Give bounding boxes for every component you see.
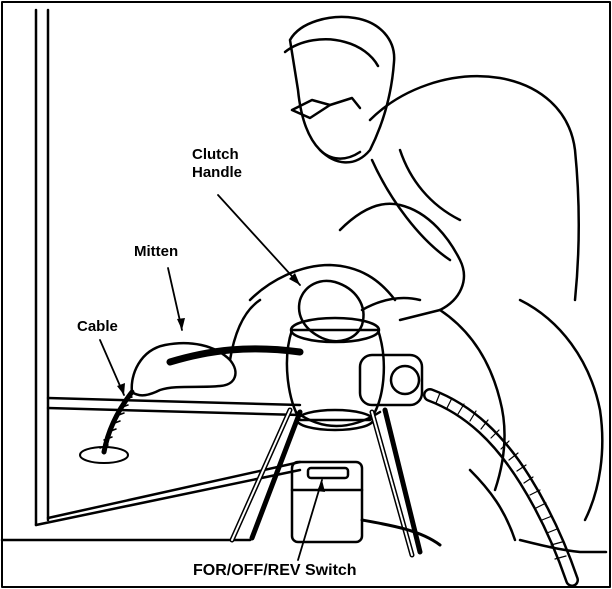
arrow-clutch xyxy=(289,273,300,285)
leader-switch xyxy=(297,479,323,561)
arrow-cable xyxy=(117,383,125,395)
operator-legs xyxy=(438,298,608,554)
switch-box xyxy=(290,460,442,547)
mitten xyxy=(130,341,237,397)
tripod-stand-inner xyxy=(231,409,413,556)
power-cord xyxy=(423,388,579,587)
leader-arrowheads xyxy=(117,273,325,492)
power-cord-rings xyxy=(435,392,567,560)
label-clutch-line2: Handle xyxy=(192,164,243,181)
power-cord-inner xyxy=(425,390,577,585)
cable-coil-texture xyxy=(99,396,133,449)
wall-edge xyxy=(0,8,302,542)
arrow-switch xyxy=(317,480,325,492)
leader-clutch xyxy=(217,194,301,286)
label-switch: FOR/OFF/REV Switch xyxy=(193,562,357,579)
operator-body xyxy=(228,74,580,362)
feed-hose xyxy=(166,345,304,366)
label-cable: Cable xyxy=(77,318,118,335)
label-clutch-line1: Clutch xyxy=(192,146,239,163)
operator-head xyxy=(283,15,396,164)
label-clutch-handle: Clutch Handle xyxy=(192,146,242,182)
label-mitten: Mitten xyxy=(134,243,179,260)
motor-housing xyxy=(358,353,424,407)
operator-arm xyxy=(297,279,422,343)
arrow-mitten xyxy=(177,318,185,330)
